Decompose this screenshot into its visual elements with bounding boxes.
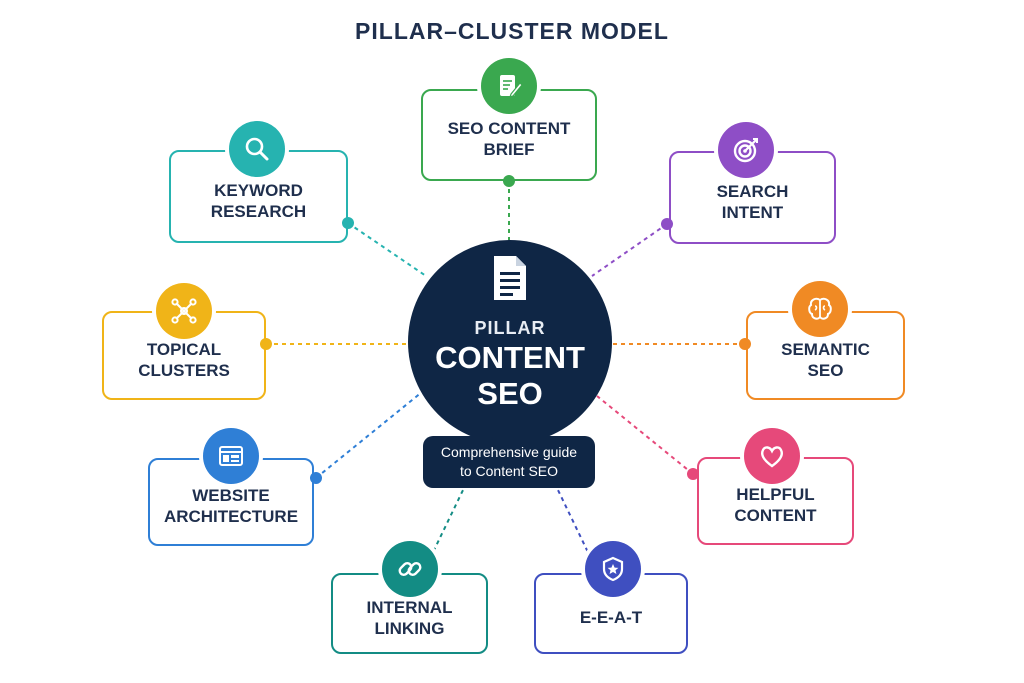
connector-dot (260, 338, 272, 350)
card-label: WEBSITE ARCHITECTURE (163, 486, 299, 526)
edit-document-icon (481, 58, 537, 114)
pillar-hub: PILLAR CONTENT SEO (408, 240, 612, 444)
network-icon (156, 283, 212, 339)
connector-keyword-research (347, 222, 427, 277)
heart-icon (744, 428, 800, 484)
connector-dot (661, 218, 673, 230)
card-eeat: E-E-A-T (534, 573, 688, 654)
document-icon (494, 256, 526, 300)
browser-layout-icon (203, 428, 259, 484)
connector-search-intent (591, 223, 668, 277)
diagram-title: PILLAR–CLUSTER MODEL (355, 18, 669, 44)
connector-website-architecture (315, 391, 423, 479)
shield-star-icon (585, 541, 641, 597)
card-label: SEARCH INTENT (716, 181, 789, 222)
connector-dot (739, 338, 751, 350)
hub-description: Comprehensive guide to Content SEO (423, 436, 595, 488)
connector-dot (342, 217, 354, 229)
card-label: E-E-A-T (579, 608, 643, 627)
link-icon (382, 541, 438, 597)
card-label: SEMANTIC SEO (781, 339, 870, 380)
hub-subtitle: PILLAR (474, 318, 546, 338)
target-icon (718, 122, 774, 178)
connector-dot (687, 468, 699, 480)
search-icon (229, 121, 285, 177)
card-label: SEO CONTENT BRIEF (447, 119, 571, 159)
card-label: INTERNAL LINKING (366, 597, 453, 638)
hub-title: CONTENT SEO (408, 340, 612, 412)
card-label: HELPFUL CONTENT (734, 485, 817, 525)
brain-icon (792, 281, 848, 337)
connector-dot (310, 472, 322, 484)
connector-dot (503, 175, 515, 187)
hub-title-line: SEO (477, 376, 543, 411)
hub-title-line: CONTENT (435, 340, 585, 375)
card-label: TOPICAL CLUSTERS (138, 339, 230, 380)
card-label: KEYWORD RESEARCH (210, 180, 307, 221)
